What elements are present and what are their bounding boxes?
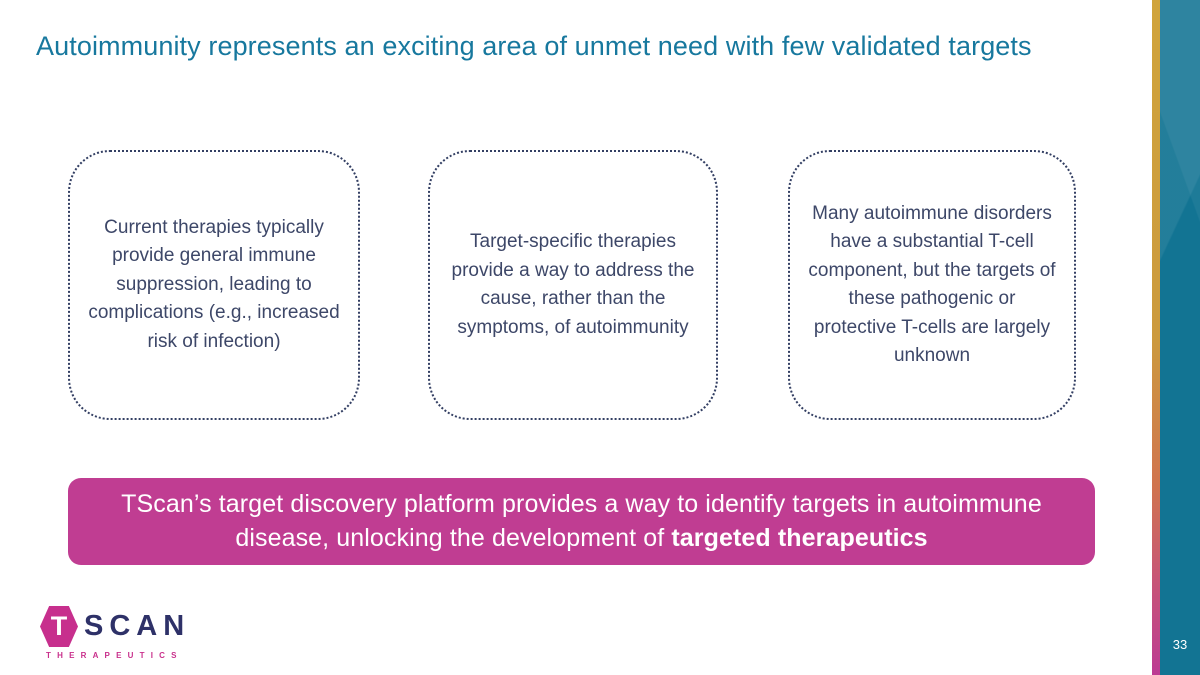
- tscan-hexagon-icon: T: [40, 606, 78, 647]
- tscan-logo-subtitle: THERAPEUTICS: [46, 651, 183, 660]
- key-point-box-tcell-targets: Many autoimmune disorders have a substan…: [788, 150, 1076, 420]
- page-number: 33: [1172, 637, 1188, 652]
- tscan-hexagon-letter: T: [50, 611, 68, 641]
- tscan-logo-wordmark: SCAN: [84, 610, 191, 642]
- key-point-text: Target-specific therapies provide a way …: [451, 231, 695, 338]
- highlight-banner: TScan’s target discovery platform provid…: [68, 478, 1095, 565]
- right-accent-bar: [1160, 0, 1200, 675]
- slide-title: Autoimmunity represents an exciting area…: [36, 31, 1032, 61]
- tscan-logo-row: T SCAN: [40, 606, 200, 647]
- highlight-banner-text: TScan’s target discovery platform provid…: [102, 488, 1061, 556]
- key-point-box-target-specific: Target-specific therapies provide a way …: [428, 150, 718, 420]
- key-point-box-current-therapies: Current therapies typically provide gene…: [68, 150, 360, 420]
- tscan-logo: T SCAN THERAPEUTICS: [40, 606, 200, 660]
- banner-text-bold: targeted therapeutics: [671, 523, 928, 552]
- key-point-text: Current therapies typically provide gene…: [88, 216, 340, 352]
- key-point-text: Many autoimmune disorders have a substan…: [808, 202, 1056, 367]
- banner-text-normal: TScan’s target discovery platform provid…: [121, 489, 1042, 552]
- accent-gradient-stripe: [1152, 0, 1160, 675]
